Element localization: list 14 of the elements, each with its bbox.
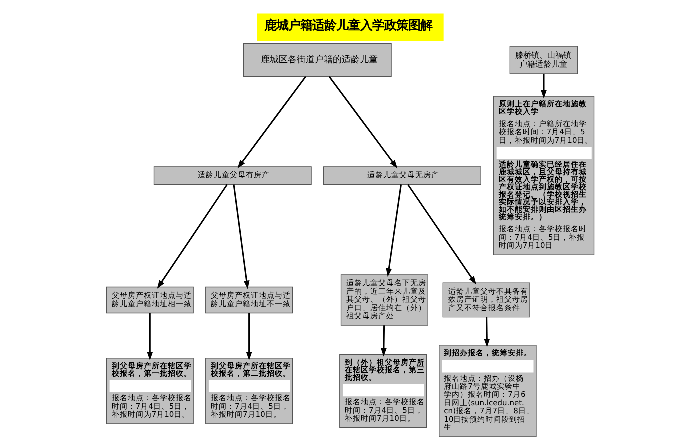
arrow [146, 313, 153, 361]
arrow [386, 184, 402, 278]
node-box: 鹿城区各街道户籍的适龄儿童 [242, 43, 392, 77]
arrow [246, 313, 252, 361]
arrow [237, 76, 306, 169]
arrow [407, 184, 476, 285]
arrow [232, 184, 250, 290]
diagram-title: 鹿城户籍适龄儿童入学政策图解 [264, 18, 432, 33]
arrow [328, 76, 398, 169]
arrow [540, 74, 546, 99]
arrow [380, 326, 386, 357]
arrow [484, 317, 490, 348]
node-box: 滕桥镇、山福镇户籍适龄儿童 [509, 46, 578, 74]
arrow [156, 184, 228, 289]
